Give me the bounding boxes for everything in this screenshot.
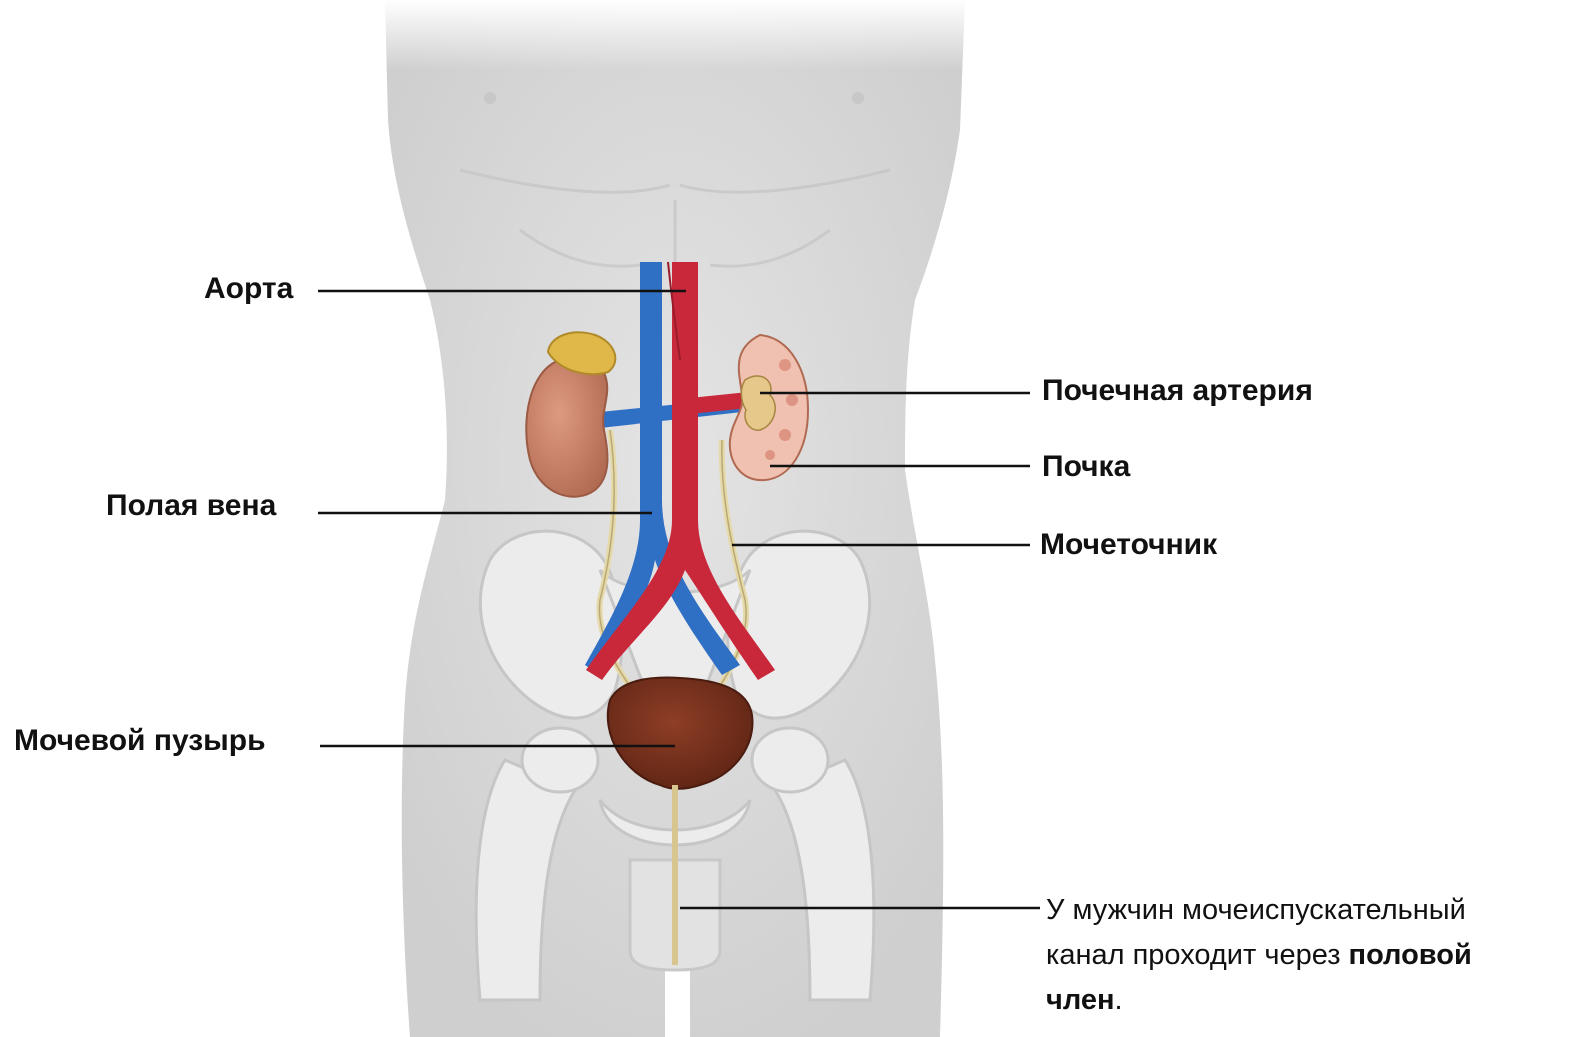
urethra-note-line2-bold: половой [1349,939,1472,971]
label-bladder: Мочевой пузырь [14,726,266,756]
urethra-note-line2-prefix: канал проходит через [1046,939,1349,971]
label-kidney: Почка [1042,452,1130,482]
urethra-note-line3-suffix: . [1115,984,1123,1016]
urethra-note-line3-bold: член [1046,984,1115,1016]
label-vena-cava: Полая вена [106,491,276,521]
left-nipple [484,92,496,104]
urethra-note-line3: член. [1046,978,1472,1023]
urethra-note-line1: У мужчин мочеиспускательный [1046,888,1472,933]
kidney-right-pelvis [741,376,775,430]
label-ureter: Мочеточник [1040,530,1217,560]
right-nipple [852,92,864,104]
label-aorta: Аорта [204,274,293,304]
label-renal-artery: Почечная артерия [1042,376,1313,406]
urethra-note-line2: канал проходит через половой [1046,933,1472,978]
top-fade [380,0,970,70]
kidney-left [526,358,607,497]
urethra-note: У мужчин мочеиспускательный канал проход… [1046,888,1472,1023]
